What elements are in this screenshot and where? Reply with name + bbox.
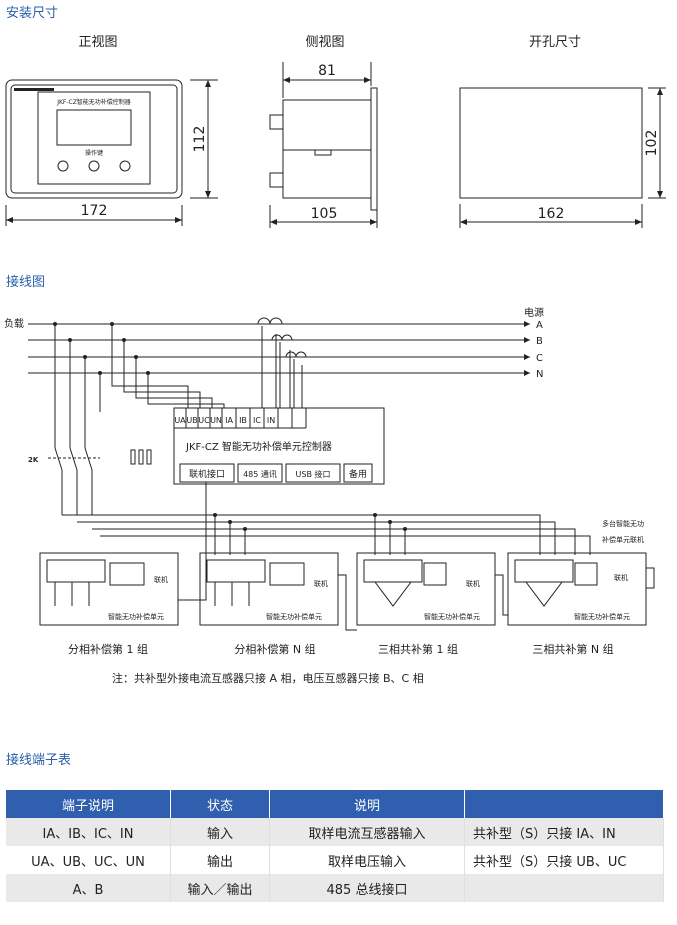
dimension-drawings: 正视图 侧视图 开孔尺寸 JKF-CZ智能无功补偿控制器 操作键 172 112… — [5, 35, 666, 228]
table-cell: 输入 — [170, 818, 270, 846]
table-cell: 输入／输出 — [170, 874, 270, 902]
header-extra — [464, 790, 664, 818]
phase-a: A — [536, 320, 543, 331]
table-cell: 485 总线接口 — [269, 874, 465, 902]
cutout-width-dim: 162 — [538, 206, 565, 222]
power-label: 电源 — [524, 306, 544, 319]
table-cell: 输出 — [170, 846, 270, 874]
unit2-name: 智能无功补偿单元 — [266, 612, 322, 621]
multi-note-line1: 多台智能无功 — [602, 519, 644, 528]
table-cell — [464, 874, 664, 902]
front-view-label: 正视图 — [78, 35, 117, 50]
front-small-text: 操作键 — [85, 149, 103, 157]
table-cell: 取样电压输入 — [269, 846, 465, 874]
terminal-ub: UB — [186, 416, 197, 425]
wiring-note: 注：共补型外接电流互感器只接 A 相，电压互感器只接 B、C 相 — [112, 671, 424, 685]
switch-label: 2K — [28, 456, 39, 464]
port-link: 联机接口 — [189, 468, 225, 480]
terminal-un: UN — [210, 416, 222, 425]
terminal-ia: IA — [225, 416, 233, 425]
table-cell: 共补型（S）只接 IA、IN — [464, 818, 664, 846]
front-panel-text: JKF-CZ智能无功补偿控制器 — [56, 98, 131, 106]
install-size-title: 安装尺寸 — [6, 6, 59, 21]
port-485: 485 通讯 — [243, 469, 277, 479]
group4-label: 三相共补第 N 组 — [532, 642, 613, 656]
unit1-name: 智能无功补偿单元 — [108, 612, 164, 621]
table-header-row: 端子说明 状态 说明 — [6, 790, 664, 818]
group1-label: 分相补偿第 1 组 — [68, 642, 148, 656]
terminal-ua: UA — [174, 416, 186, 425]
front-top-bar — [14, 88, 54, 91]
side-bottom-dim: 105 — [311, 206, 338, 222]
wiring-diagram: 负载 电源 A B C N 2K UA UB UC UN IA IB IC IN… — [4, 306, 655, 685]
side-top-dim: 81 — [318, 63, 336, 79]
group3-label: 三相共补第 1 组 — [378, 642, 458, 656]
terminal-table-title: 接线端子表 — [6, 753, 72, 768]
unit2-link: 联机 — [314, 579, 328, 588]
phase-c: C — [536, 353, 543, 364]
port-usb: USB 接口 — [296, 469, 331, 479]
terminal-uc: UC — [198, 416, 210, 425]
table-row: UA、UB、UC、UN 输出 取样电压输入 共补型（S）只接 UB、UC — [6, 846, 664, 874]
table-cell: A、B — [6, 874, 171, 902]
terminal-ic: IC — [253, 416, 261, 425]
unit3-name: 智能无功补偿单元 — [424, 612, 480, 621]
phase-n: N — [536, 369, 543, 380]
phase-b: B — [536, 336, 543, 347]
table-cell: UA、UB、UC、UN — [6, 846, 171, 874]
multi-note-line2: 补偿单元联机 — [602, 535, 644, 544]
table-cell: IA、IB、IC、IN — [6, 818, 171, 846]
wiring-title: 接线图 — [6, 275, 46, 290]
cutout-height-dim: 102 — [644, 130, 660, 157]
group2-label: 分相补偿第 N 组 — [234, 642, 315, 656]
header-state: 状态 — [170, 790, 270, 818]
unit3-link: 联机 — [466, 579, 480, 588]
terminal-table: 端子说明 状态 说明 IA、IB、IC、IN 输入 取样电流互感器输入 共补型（… — [6, 790, 664, 902]
table-cell: 取样电流互感器输入 — [269, 818, 465, 846]
unit4-name: 智能无功补偿单元 — [574, 612, 630, 621]
front-width-dim: 172 — [81, 203, 108, 219]
front-height-dim: 112 — [192, 126, 208, 153]
table-cell: 共补型（S）只接 UB、UC — [464, 846, 664, 874]
load-label: 负载 — [4, 317, 24, 330]
table-row: IA、IB、IC、IN 输入 取样电流互感器输入 共补型（S）只接 IA、IN — [6, 818, 664, 846]
terminal-in: IN — [267, 416, 275, 425]
header-terminal: 端子说明 — [6, 790, 171, 818]
terminal-ib: IB — [239, 416, 247, 425]
unit4-link: 联机 — [614, 573, 628, 582]
side-view-label: 侧视图 — [305, 35, 344, 50]
unit1-link: 联机 — [154, 575, 168, 584]
port-spare: 备用 — [349, 468, 367, 480]
table-row: A、B 输入／输出 485 总线接口 — [6, 874, 664, 902]
header-desc: 说明 — [269, 790, 465, 818]
controller-name: JKF-CZ 智能无功补偿单元控制器 — [185, 440, 332, 453]
cutout-label: 开孔尺寸 — [529, 35, 581, 50]
